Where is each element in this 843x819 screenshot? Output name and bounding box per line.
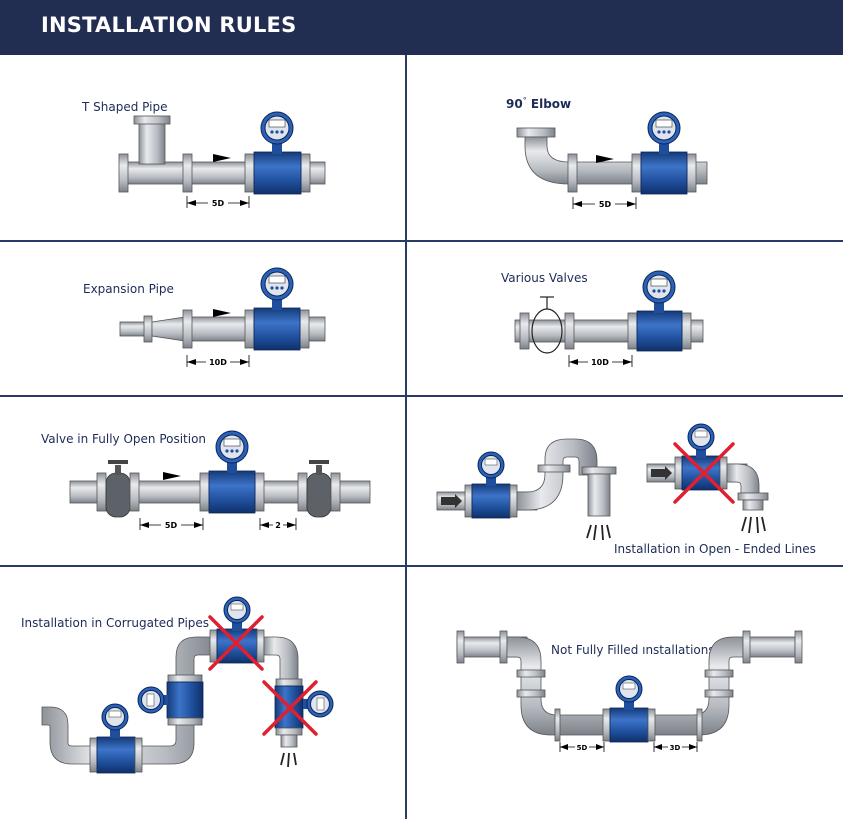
panel-valve-open: Valve in Fully Open Position 5D (0, 397, 405, 565)
label-corrugated-pipes: Installation in Corrugated Pipes (21, 616, 210, 630)
header-bar: INSTALLATION RULES (0, 0, 843, 55)
row-divider-2 (0, 395, 843, 397)
label-not-fully-filled: Not Fully Filled ınstallations (551, 643, 715, 657)
diagram-various-valves: 10D (514, 270, 704, 368)
dim-valves: 10D (591, 358, 609, 367)
panel-open-ended-lines: Installation in Open - Ended Lines (407, 397, 843, 565)
dim-t-shaped: 5D (212, 199, 225, 208)
panel-expansion-pipe: Expansion Pipe 10D (0, 242, 405, 395)
label-elbow-text: Elbow (530, 97, 572, 111)
row-divider-3 (0, 565, 843, 567)
water-drip-icon (586, 524, 611, 541)
cross-icon (673, 442, 735, 504)
label-various-valves: Various Valves (501, 271, 588, 285)
label-elbow: 90° Elbow (506, 96, 571, 111)
diagram-not-fully-filled: 5D 3D (456, 630, 803, 752)
label-elbow-number: 90 (506, 97, 523, 111)
dim-not-filled-left: 5D (577, 744, 588, 752)
diagram-elbow: 5D (516, 111, 708, 210)
panel-not-fully-filled: Not Fully Filled ınstallations 5D (407, 567, 843, 819)
dim-not-filled-right: 3D (670, 744, 681, 752)
page-title: INSTALLATION RULES (41, 13, 297, 37)
dim-valve-open-right: 2 (275, 521, 281, 530)
dim-expansion: 10D (209, 358, 227, 367)
label-valve-open: Valve in Fully Open Position (41, 432, 207, 446)
dim-valve-open-left: 5D (165, 521, 178, 530)
vertical-divider (405, 55, 407, 819)
row-divider-1 (0, 240, 843, 242)
diagram-expansion-pipe: 10D (119, 267, 326, 368)
diagram-t-shaped-pipe: 5D (118, 111, 326, 209)
label-t-shaped-pipe: T Shaped Pipe (82, 100, 168, 114)
diagram-corrugated-pipes (41, 596, 334, 774)
panel-t-shaped-pipe: T Shaped Pipe 5D (0, 56, 405, 240)
panel-elbow: 90° Elbow 5D (407, 56, 843, 240)
label-expansion-pipe: Expansion Pipe (83, 282, 174, 296)
panel-various-valves: Various Valves 10D (407, 242, 843, 395)
diagram-valve-open: 5D 2 (69, 430, 371, 531)
diagram-open-ended-lines (436, 423, 769, 541)
label-elbow-degree: ° (522, 96, 527, 105)
dim-elbow: 5D (599, 200, 612, 209)
panel-corrugated-pipes: Installation in Corrugated Pipes (0, 567, 405, 819)
label-open-ended-lines: Installation in Open - Ended Lines (614, 542, 816, 556)
